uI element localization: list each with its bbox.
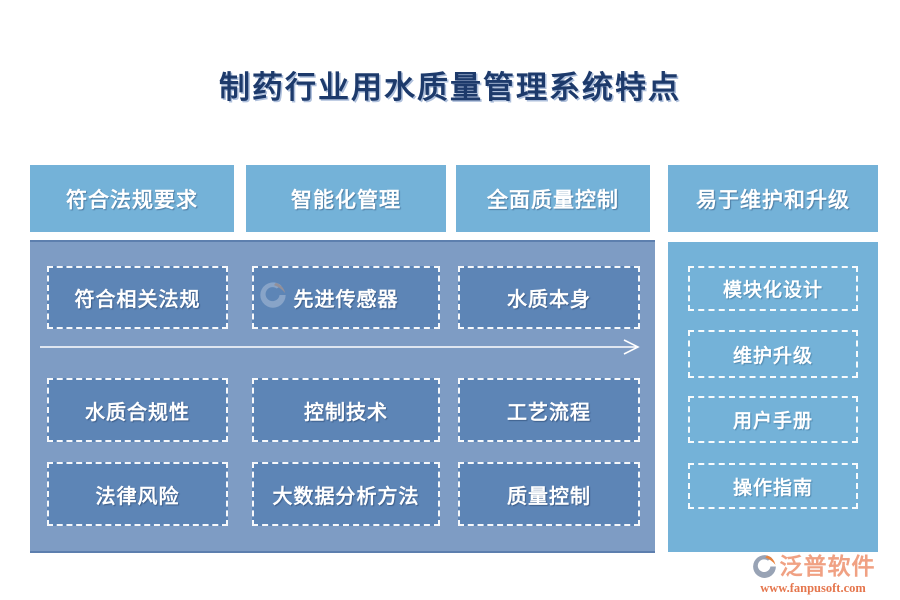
fanpu-logo-icon [752, 554, 776, 578]
node-process-flow: 工艺流程 [458, 378, 640, 442]
column-header-regulatory: 符合法规要求 [30, 165, 234, 232]
node-label: 维护升级 [732, 345, 813, 367]
column-header-label: 符合法规要求 [66, 187, 198, 212]
node-label: 用户手册 [732, 411, 813, 432]
node-label: 工艺流程 [507, 401, 591, 424]
node-label: 水质合规性 [85, 401, 190, 424]
page-title: 制药行业用水质量管理系统特点 [219, 70, 681, 105]
node-water-quality-itself: 水质本身 [458, 266, 640, 329]
node-relevant-regulations: 符合相关法规 [47, 266, 228, 329]
column-header-label: 智能化管理 [291, 187, 401, 212]
column-header-label: 全面质量控制 [487, 187, 619, 212]
right-arrow-icon [40, 339, 640, 355]
node-label: 先进传感器 [293, 289, 399, 311]
node-label: 控制技术 [304, 401, 388, 424]
column-header-maintain-upgrade: 易于维护和升级 [668, 165, 878, 232]
column-header-label: 易于维护和升级 [696, 187, 850, 212]
node-control-technology: 控制技术 [252, 378, 440, 442]
node-big-data-analysis: 大数据分析方法 [252, 462, 440, 526]
right-panel: 模块化设计 维护升级 用户手册 操作指南 [668, 242, 878, 552]
node-label: 模块化设计 [722, 280, 823, 301]
node-label: 水质本身 [507, 289, 591, 311]
brand-url: www.fanpusoft.com [760, 580, 866, 595]
node-modular-design: 模块化设计 [688, 266, 858, 311]
node-quality-control: 质量控制 [458, 462, 640, 526]
node-advanced-sensors: 先进传感器 [252, 266, 440, 329]
node-maintenance-upgrade: 维护升级 [688, 330, 858, 378]
node-user-manual: 用户手册 [688, 396, 858, 443]
node-legal-risk: 法律风险 [47, 462, 228, 526]
node-label: 符合相关法规 [74, 289, 201, 311]
brand-logo: 泛普软件 www.fanpusoft.com [738, 553, 888, 595]
node-operation-guide: 操作指南 [688, 463, 858, 509]
column-header-intelligent: 智能化管理 [246, 165, 446, 232]
node-label: 质量控制 [507, 485, 591, 508]
brand-name: 泛普软件 [779, 553, 876, 579]
node-label: 法律风险 [95, 485, 180, 508]
node-label: 操作指南 [732, 477, 813, 499]
column-header-quality: 全面质量控制 [456, 165, 650, 232]
node-label: 大数据分析方法 [272, 485, 420, 508]
node-water-compliance: 水质合规性 [47, 378, 228, 442]
main-panel: 符合相关法规 先进传感器 水质本身 水质合规性 控制技术 工艺流程 法律风险 [30, 240, 655, 553]
